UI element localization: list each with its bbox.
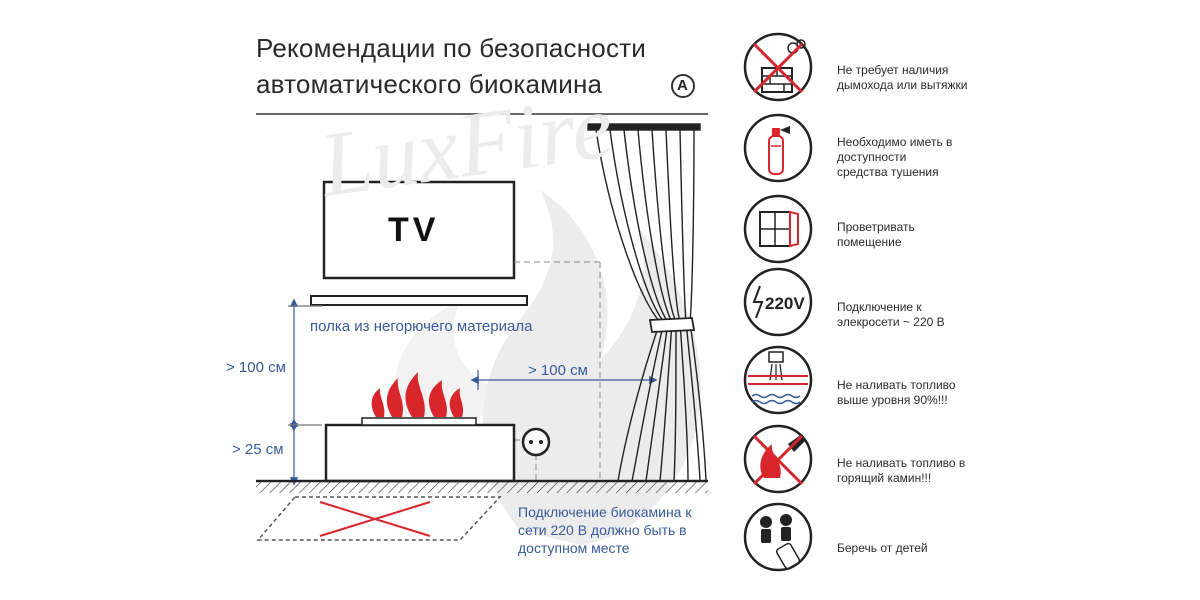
- tv-screen: [322, 180, 516, 280]
- rule-no-refuel: Не наливать топливо в горящий камин!!!: [837, 456, 966, 485]
- fuel-level-icon: [743, 345, 813, 415]
- badge-circle: [671, 74, 695, 98]
- badge-letter: A: [677, 77, 688, 94]
- power-socket: [521, 427, 551, 457]
- fireplace-base: [324, 423, 516, 483]
- power-220v-label: 220V: [765, 294, 805, 313]
- rule-power: Подключение к элекросети ~ 220 В: [837, 300, 945, 329]
- rule-icons: 220V: [743, 32, 813, 572]
- socket-note: Подключение биокамина к сети 220 В должн…: [518, 504, 692, 556]
- burner-tray: [361, 417, 477, 426]
- shelf: [310, 295, 528, 306]
- rule-child-safety: Беречь от детей: [837, 541, 928, 555]
- vertical-dimension-lines: [288, 298, 322, 486]
- shelf-label: полка из негорючего материала: [310, 318, 533, 335]
- ventilation-icon: [743, 194, 813, 264]
- flames: [371, 372, 464, 417]
- rule-ventilation: Проветривать помещение: [837, 220, 915, 249]
- curtain: [587, 123, 707, 482]
- shelf-height-label: > 100 см: [226, 359, 286, 376]
- rule-no-chimney: Не требует наличия дымохода или вытяжки: [837, 63, 968, 92]
- rule-fuel-level: Не наливать топливо выше уровня 90%!!!: [837, 378, 956, 407]
- base-height-label: > 25 см: [232, 441, 284, 458]
- tv-label: TV: [388, 211, 440, 249]
- child-safety-icon: [743, 502, 813, 572]
- page-title: Рекомендации по безопасности: [256, 33, 647, 63]
- floor: [256, 479, 708, 493]
- no-refuel-burning-icon: [743, 424, 813, 494]
- no-rug-marker: [256, 496, 502, 541]
- rule-extinguisher: Необходимо иметь в доступности средства …: [837, 135, 953, 179]
- curtain-distance-label: > 100 см: [528, 362, 588, 379]
- no-chimney-icon: [743, 32, 813, 102]
- power-220v-icon: 220V: [743, 267, 813, 337]
- fire-extinguisher-icon: [743, 113, 813, 183]
- page-subtitle: автоматического биокамина: [256, 69, 603, 99]
